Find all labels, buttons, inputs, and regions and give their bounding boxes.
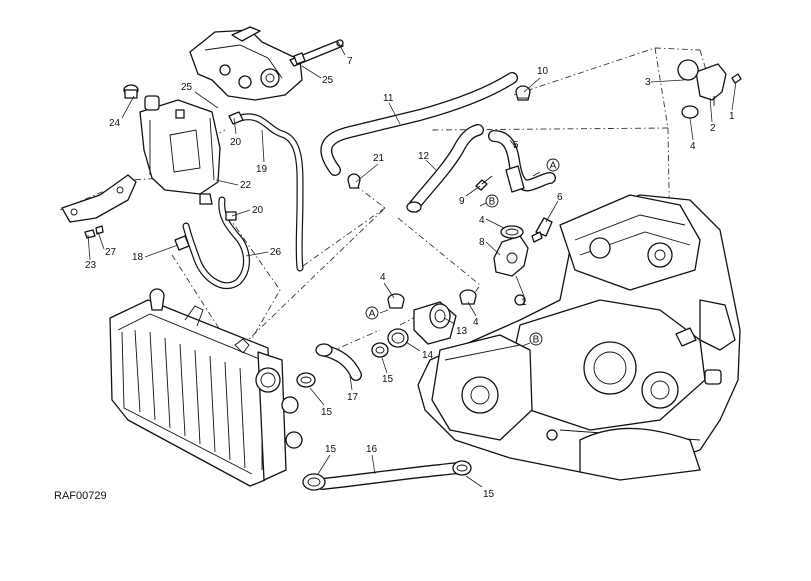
connection-mark-b-upper: B xyxy=(479,194,499,208)
callout-15-left: 15 xyxy=(321,407,333,418)
hose-12 xyxy=(406,124,484,213)
callout-4-middle: 4 xyxy=(380,272,386,283)
hose-16 xyxy=(316,462,468,490)
connection-mark-label: A xyxy=(369,309,376,320)
radiator-core-fins xyxy=(134,329,246,469)
fitting-8 xyxy=(493,225,529,277)
callout-9: 9 xyxy=(459,196,465,207)
clamp-4-right xyxy=(459,289,477,305)
callout-22: 22 xyxy=(240,180,252,191)
callout-5: 5 xyxy=(513,140,519,151)
callout-2: 2 xyxy=(710,123,716,134)
callout-6: 6 xyxy=(557,192,563,203)
clamp-21 xyxy=(347,173,361,189)
callout-19: 19 xyxy=(256,164,268,175)
clamp-15-left xyxy=(296,372,316,388)
screw-9 xyxy=(475,175,493,191)
clamp-15-lower-right xyxy=(452,460,472,476)
sensor-6 xyxy=(531,217,553,243)
callout-8: 8 xyxy=(479,237,485,248)
callout-25-tank: 25 xyxy=(181,82,193,93)
callout-12: 12 xyxy=(418,151,430,162)
expansion-tank xyxy=(123,84,221,205)
hose-11 xyxy=(320,72,518,176)
connection-mark-a-right: A xyxy=(532,158,560,177)
callout-1-top: 1 xyxy=(729,111,735,122)
connection-mark-label: A xyxy=(550,161,557,172)
callout-21: 21 xyxy=(373,153,385,164)
seal-14 xyxy=(387,328,409,348)
callout-4-upper: 4 xyxy=(479,215,485,226)
tank-hose-26 xyxy=(174,196,250,290)
callout-1-engine: 1 xyxy=(521,297,527,308)
leader-lines xyxy=(87,41,737,488)
callout-25-top: 25 xyxy=(322,75,334,86)
connection-mark-a-left: A xyxy=(365,306,389,320)
callout-27: 27 xyxy=(105,247,117,258)
connection-mark-label: B xyxy=(489,197,496,208)
screw-1-top xyxy=(731,73,742,84)
callout-10: 10 xyxy=(537,66,549,77)
callout-4-top: 4 xyxy=(690,141,696,152)
fitting-13 xyxy=(413,301,457,345)
engine xyxy=(417,194,741,481)
callout-20-lower: 20 xyxy=(252,205,264,216)
clamp-4-middle xyxy=(387,293,405,309)
clamp-15-lower-left xyxy=(302,473,326,491)
callout-15-lower-left: 15 xyxy=(325,444,337,455)
callout-26: 26 xyxy=(270,247,282,258)
radiator xyxy=(109,288,303,487)
hose-17 xyxy=(315,343,362,381)
callout-20-upper: 20 xyxy=(230,137,242,148)
callout-15-lower-right: 15 xyxy=(483,489,495,500)
callout-11: 11 xyxy=(383,93,394,104)
callout-18: 18 xyxy=(132,252,144,263)
callout-17: 17 xyxy=(347,392,359,403)
callout-24: 24 xyxy=(109,118,121,129)
callout-13: 13 xyxy=(456,326,468,337)
reference-code: RAF00729 xyxy=(54,490,107,502)
callout-7: 7 xyxy=(347,56,353,67)
callout-4-right: 4 xyxy=(473,317,479,328)
callout-numbers: 7 25 25 24 20 19 22 20 26 18 23 27 11 21… xyxy=(85,56,735,500)
frame-bracket xyxy=(189,26,344,101)
breather-hose-19 xyxy=(228,111,304,272)
callout-14: 14 xyxy=(422,350,434,361)
connection-mark-label: B xyxy=(533,335,540,346)
callout-15-middle: 15 xyxy=(382,374,394,385)
tank-bracket xyxy=(61,174,137,239)
fitting-2 xyxy=(677,59,727,119)
hose-5 xyxy=(488,130,556,193)
clamp-15-middle xyxy=(371,342,389,358)
callout-23: 23 xyxy=(85,260,97,271)
callout-16: 16 xyxy=(366,444,378,455)
connection-mark-b-engine: B xyxy=(521,332,543,347)
callout-3: 3 xyxy=(645,77,651,88)
